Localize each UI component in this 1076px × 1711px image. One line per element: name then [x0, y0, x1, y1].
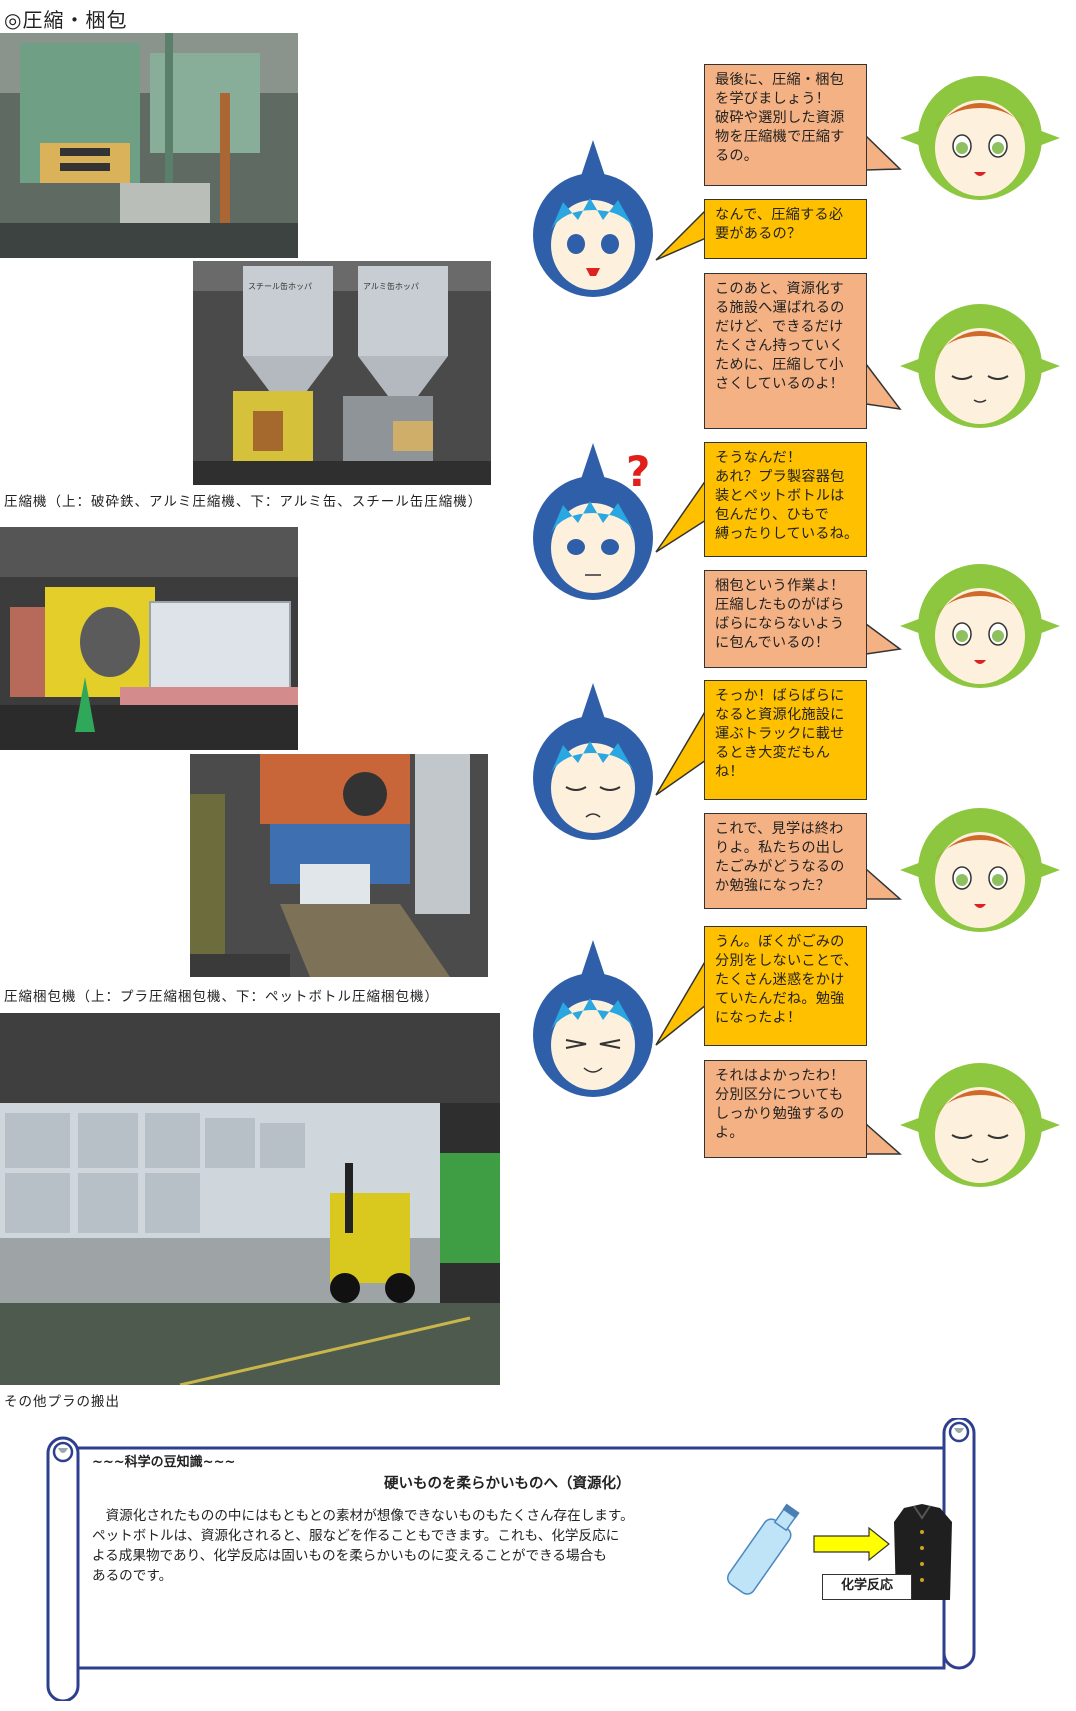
pet-bottle-icon	[726, 1503, 800, 1595]
speech-bubble-boy-3: そっか！ばらばらになると資源化施設に運ぶトラックに載せるとき大変だもんね！	[704, 680, 867, 800]
science-trivia-scroll: ~~~科学の豆知識~~~ 硬いものを柔らかいものへ（資源化） 資源化されたものの…	[44, 1418, 992, 1701]
caption-compressors: 圧縮機（上：破砕鉄、アルミ圧縮機、下：アルミ缶、スチール缶圧縮機）	[4, 494, 483, 510]
speech-bubble-girl-2: このあと、資源化する施設へ運ばれるのだけど、できるだけたくさん持っていくために、…	[704, 273, 867, 429]
photo-plastic-baler	[0, 527, 298, 750]
trivia-body: 資源化されたものの中にはもともとの素材が想像できないものもたくさん存在します。 …	[92, 1508, 634, 1584]
chemical-reaction-label: 化学反応	[822, 1574, 912, 1600]
can-compressor-image	[193, 261, 491, 485]
hopper-label-alu: アルミ缶ホッパ	[363, 282, 419, 291]
trivia-subtitle: 硬いものを柔らかいものへ（資源化）	[384, 1476, 631, 1492]
speech-bubble-boy-2: そうなんだ！あれ？プラ製容器包装とペットボトルは包んだり、ひもで縛ったりしている…	[704, 442, 867, 557]
speech-bubble-girl-3: 梱包という作業よ！圧縮したものがばらばらにならないように包んでいるの！	[704, 570, 867, 668]
photo-shipping	[0, 1013, 500, 1385]
trivia-title: ~~~科学の豆知識~~~	[92, 1455, 236, 1470]
girl-character-icon	[900, 304, 1060, 428]
bubble-tails-boy	[655, 208, 707, 1046]
girl-character-icon	[900, 564, 1060, 688]
compressor-machine-image	[0, 33, 298, 258]
girl-character-icon	[900, 76, 1060, 200]
hopper-label-steel: スチール缶ホッパ	[248, 282, 312, 291]
section-heading: ◎圧縮・梱包	[4, 8, 128, 32]
boy-character-icon	[533, 443, 653, 600]
speech-bubble-girl-4: これで、見学は終わりよ。私たちの出したごみがどうなるのか勉強になった？	[704, 813, 867, 909]
shipping-bales-image	[0, 1013, 500, 1385]
boy-character-icon	[533, 683, 653, 840]
bubble-tails	[865, 134, 902, 1155]
girl-character-icon	[900, 808, 1060, 932]
photo-pet-bottle-baler	[190, 754, 488, 977]
speech-bubble-boy-1: なんで、圧縮する必要があるの？	[704, 199, 867, 259]
photo-aluminum-steel-can-compressor: スチール缶ホッパ アルミ缶ホッパ	[193, 261, 491, 485]
speech-bubble-girl-1: 最後に、圧縮・梱包を学びましょう！破砕や選別した資源物を圧縮機で圧縮するの。	[704, 64, 867, 186]
plastic-baler-image	[0, 527, 298, 750]
girl-character-icon	[900, 1063, 1060, 1187]
boy-character-icon	[533, 140, 653, 297]
caption-balers: 圧縮梱包機（上：プラ圧縮梱包機、下：ペットボトル圧縮梱包機）	[4, 989, 439, 1005]
boy-character-icon	[533, 940, 653, 1097]
pet-baler-image	[190, 754, 488, 977]
caption-shipping: その他プラの搬出	[4, 1394, 120, 1410]
speech-bubble-boy-4: うん。ぼくがごみの分別をしないことで、たくさん迷惑をかけていたんだね。勉強になっ…	[704, 926, 867, 1046]
scroll-frame	[46, 1418, 976, 1701]
question-mark-icon: ?	[626, 447, 651, 496]
speech-bubble-girl-5: それはよかったわ！分別区分についてもしっかり勉強するのよ。	[704, 1060, 867, 1158]
photo-crushed-iron-compressor	[0, 33, 298, 258]
